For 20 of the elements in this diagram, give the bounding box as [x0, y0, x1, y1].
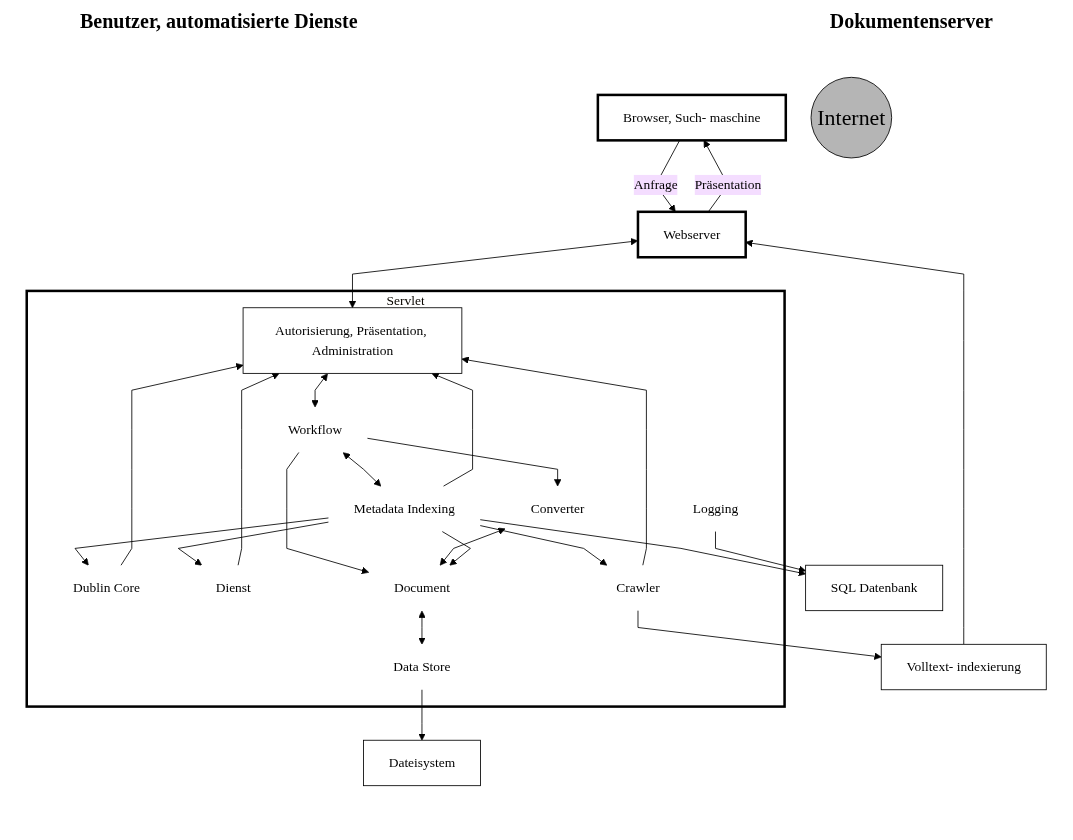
- node-text: Logging: [692, 501, 739, 516]
- node-box: Browser, Such- maschine: [596, 93, 788, 142]
- node-box: Volltext- indexierung: [880, 643, 1047, 691]
- node-text: Metadata Indexing: [353, 501, 455, 516]
- node-text: Dienst: [215, 580, 251, 595]
- node-text: Dublin Core: [73, 580, 140, 595]
- node-box: Autorisierung, Präsentation, Administration: [242, 307, 463, 374]
- edge-label: Anfrage: [633, 177, 678, 192]
- node-text: Document: [393, 580, 450, 595]
- node-box: Dateisystem: [363, 739, 481, 787]
- node-text: Workflow: [287, 422, 343, 437]
- column-heading: Benutzer, automatisierte Dienste: [80, 10, 358, 33]
- node-circle: Internet: [810, 76, 893, 159]
- edge-label: Präsentation: [694, 177, 762, 192]
- node-box: SQL Datenbank: [805, 564, 944, 612]
- node-text: Converter: [530, 501, 585, 516]
- node-text: Crawler: [616, 580, 660, 595]
- node-box: Webserver: [636, 210, 747, 259]
- node-text: Data Store: [393, 659, 451, 674]
- column-heading: Dokumentenserver: [829, 10, 993, 33]
